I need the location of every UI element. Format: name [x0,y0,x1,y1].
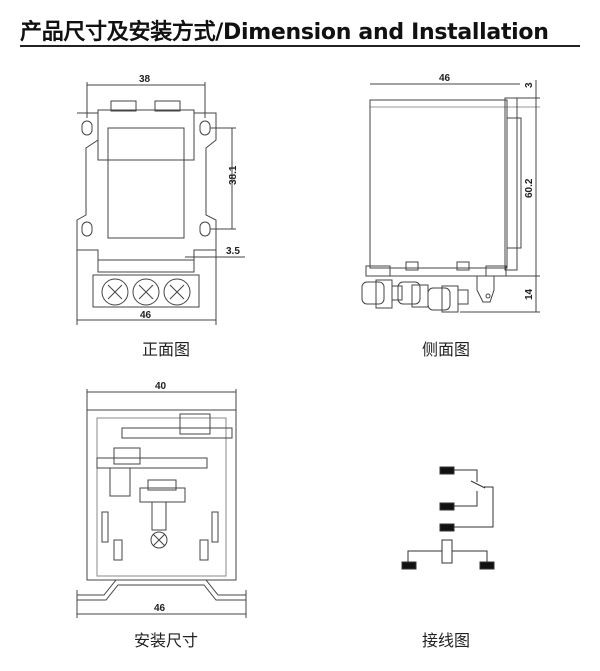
side-dim-60-2: 60.2 [524,178,535,198]
wiring-diagram [401,466,495,570]
side-view-caption: 侧面图 [421,340,471,359]
side-terminal-screws [361,279,469,313]
side-dim-14: 14 [524,288,535,300]
front-view-drawing: 38 38.1 3.5 46 [76,74,245,325]
mounting-drawing: 40 46 [76,381,247,618]
front-view-caption: 正面图 [141,340,191,359]
terminal-com [439,523,455,532]
side-dim-3: 3 [524,82,535,88]
coil-terminal-left [401,561,417,570]
switch-contact [470,480,486,489]
mount-dim-46: 46 [154,603,166,614]
terminal-no [439,502,455,511]
side-dim-46: 46 [439,73,451,84]
terminal-nc [439,466,455,475]
coil-terminal-right [479,561,495,570]
front-dim-38-1: 38.1 [228,165,239,185]
wiring-caption: 接线图 [421,631,471,650]
front-dim-46: 46 [140,310,152,321]
side-view-drawing: 46 3 60.2 14 [361,73,540,313]
coil [441,539,453,564]
title-rule [20,45,580,47]
page-title: 产品尺寸及安装方式/Dimension and Installation [20,20,549,45]
front-dim-38: 38 [139,74,151,85]
front-dim-3-5: 3.5 [226,246,240,257]
mounting-caption: 安装尺寸 [133,631,199,650]
mount-dim-40: 40 [155,381,167,392]
